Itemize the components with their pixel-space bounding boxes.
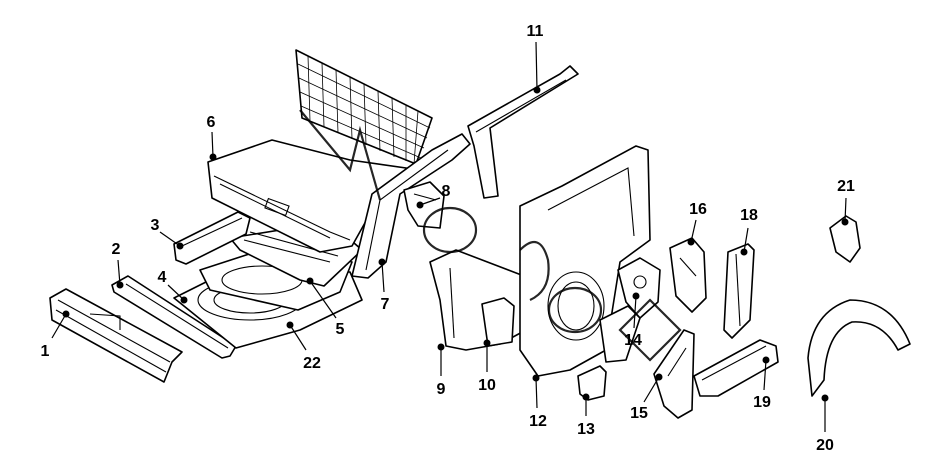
leader-dot-2 <box>116 281 124 289</box>
leader-line-4 <box>167 284 185 301</box>
callout-label-21[interactable]: 21 <box>837 178 855 195</box>
callout-label-7[interactable]: 7 <box>381 296 390 313</box>
callout-label-19[interactable]: 19 <box>753 394 771 411</box>
callout-label-5[interactable]: 5 <box>336 321 345 338</box>
callout-label-4[interactable]: 4 <box>158 269 167 286</box>
leader-dot-11 <box>533 86 541 94</box>
callout-label-6[interactable]: 6 <box>207 114 216 131</box>
callout-label-8[interactable]: 8 <box>442 183 451 200</box>
callout-leaders <box>51 41 849 432</box>
callout-label-9[interactable]: 9 <box>437 381 446 398</box>
part-11-roof-rail[interactable] <box>467 65 579 199</box>
leader-line-2 <box>117 259 121 286</box>
leader-line-7 <box>381 261 385 293</box>
callout-label-18[interactable]: 18 <box>740 207 758 224</box>
leader-dot-3 <box>176 242 184 250</box>
leader-line-19 <box>763 359 767 391</box>
leader-dot-13 <box>582 393 590 401</box>
leader-dot-10 <box>483 339 491 347</box>
part-3-crossmember[interactable] <box>173 211 251 265</box>
leader-line-5 <box>309 280 337 319</box>
leader-dot-14 <box>632 292 640 300</box>
callout-label-11[interactable]: 11 <box>527 23 544 40</box>
part-13-gusset[interactable] <box>577 365 607 401</box>
leader-line-12 <box>535 377 538 409</box>
leader-dot-5 <box>306 277 314 285</box>
leader-dot-19 <box>762 356 770 364</box>
leader-dot-12 <box>532 374 540 382</box>
callout-label-1[interactable]: 1 <box>41 343 50 360</box>
part-2-floor-rail[interactable] <box>111 275 237 359</box>
leader-dot-18 <box>740 248 748 256</box>
watermark <box>299 109 682 362</box>
callout-label-2[interactable]: 2 <box>112 241 121 258</box>
callout-label-13[interactable]: 13 <box>577 421 595 438</box>
part-21-bracket[interactable] <box>829 215 861 263</box>
part-15-bracket[interactable] <box>653 329 695 419</box>
leader-dot-20 <box>821 394 829 402</box>
callout-label-14[interactable]: 14 <box>624 332 642 349</box>
part-18-pillar-reinforcement[interactable] <box>723 243 755 339</box>
leader-dot-8 <box>416 201 424 209</box>
leader-line-1 <box>51 313 67 339</box>
leader-line-3 <box>159 231 181 247</box>
part-10-reinforcement[interactable] <box>481 297 515 347</box>
part-20-wheel-arch[interactable] <box>807 299 911 397</box>
part-19-sill[interactable] <box>693 339 779 397</box>
leader-line-18 <box>743 227 749 253</box>
callout-label-12[interactable]: 12 <box>529 413 547 430</box>
part-14-bracket[interactable] <box>617 257 661 319</box>
leader-dot-22 <box>286 321 294 329</box>
callout-label-20[interactable]: 20 <box>816 437 834 454</box>
leader-line-11 <box>535 41 538 91</box>
callout-label-22[interactable]: 22 <box>303 355 321 372</box>
leader-dot-6 <box>209 153 217 161</box>
part-8-bracket[interactable] <box>403 181 445 229</box>
leader-line-15 <box>643 376 660 403</box>
callout-label-10[interactable]: 10 <box>478 377 496 394</box>
leader-dot-1 <box>62 310 70 318</box>
leader-dot-15 <box>655 373 663 381</box>
callout-label-15[interactable]: 15 <box>630 405 648 422</box>
leader-line-22 <box>289 324 307 351</box>
leader-dot-9 <box>437 343 445 351</box>
leader-line-21 <box>844 197 847 223</box>
part-1-crossmember[interactable] <box>49 288 183 383</box>
leader-dot-16 <box>687 238 695 246</box>
leader-line-8 <box>419 197 441 206</box>
leader-line-16 <box>690 219 697 243</box>
part-12-body-side[interactable] <box>519 145 651 377</box>
callout-label-16[interactable]: 16 <box>689 201 707 218</box>
leader-line-6 <box>211 131 214 158</box>
part-16-bracket[interactable] <box>669 237 707 313</box>
leader-dot-4 <box>180 296 188 304</box>
leader-dot-7 <box>378 258 386 266</box>
leader-line-14 <box>633 295 637 329</box>
leader-dot-21 <box>841 218 849 226</box>
callout-label-3[interactable]: 3 <box>151 217 160 234</box>
